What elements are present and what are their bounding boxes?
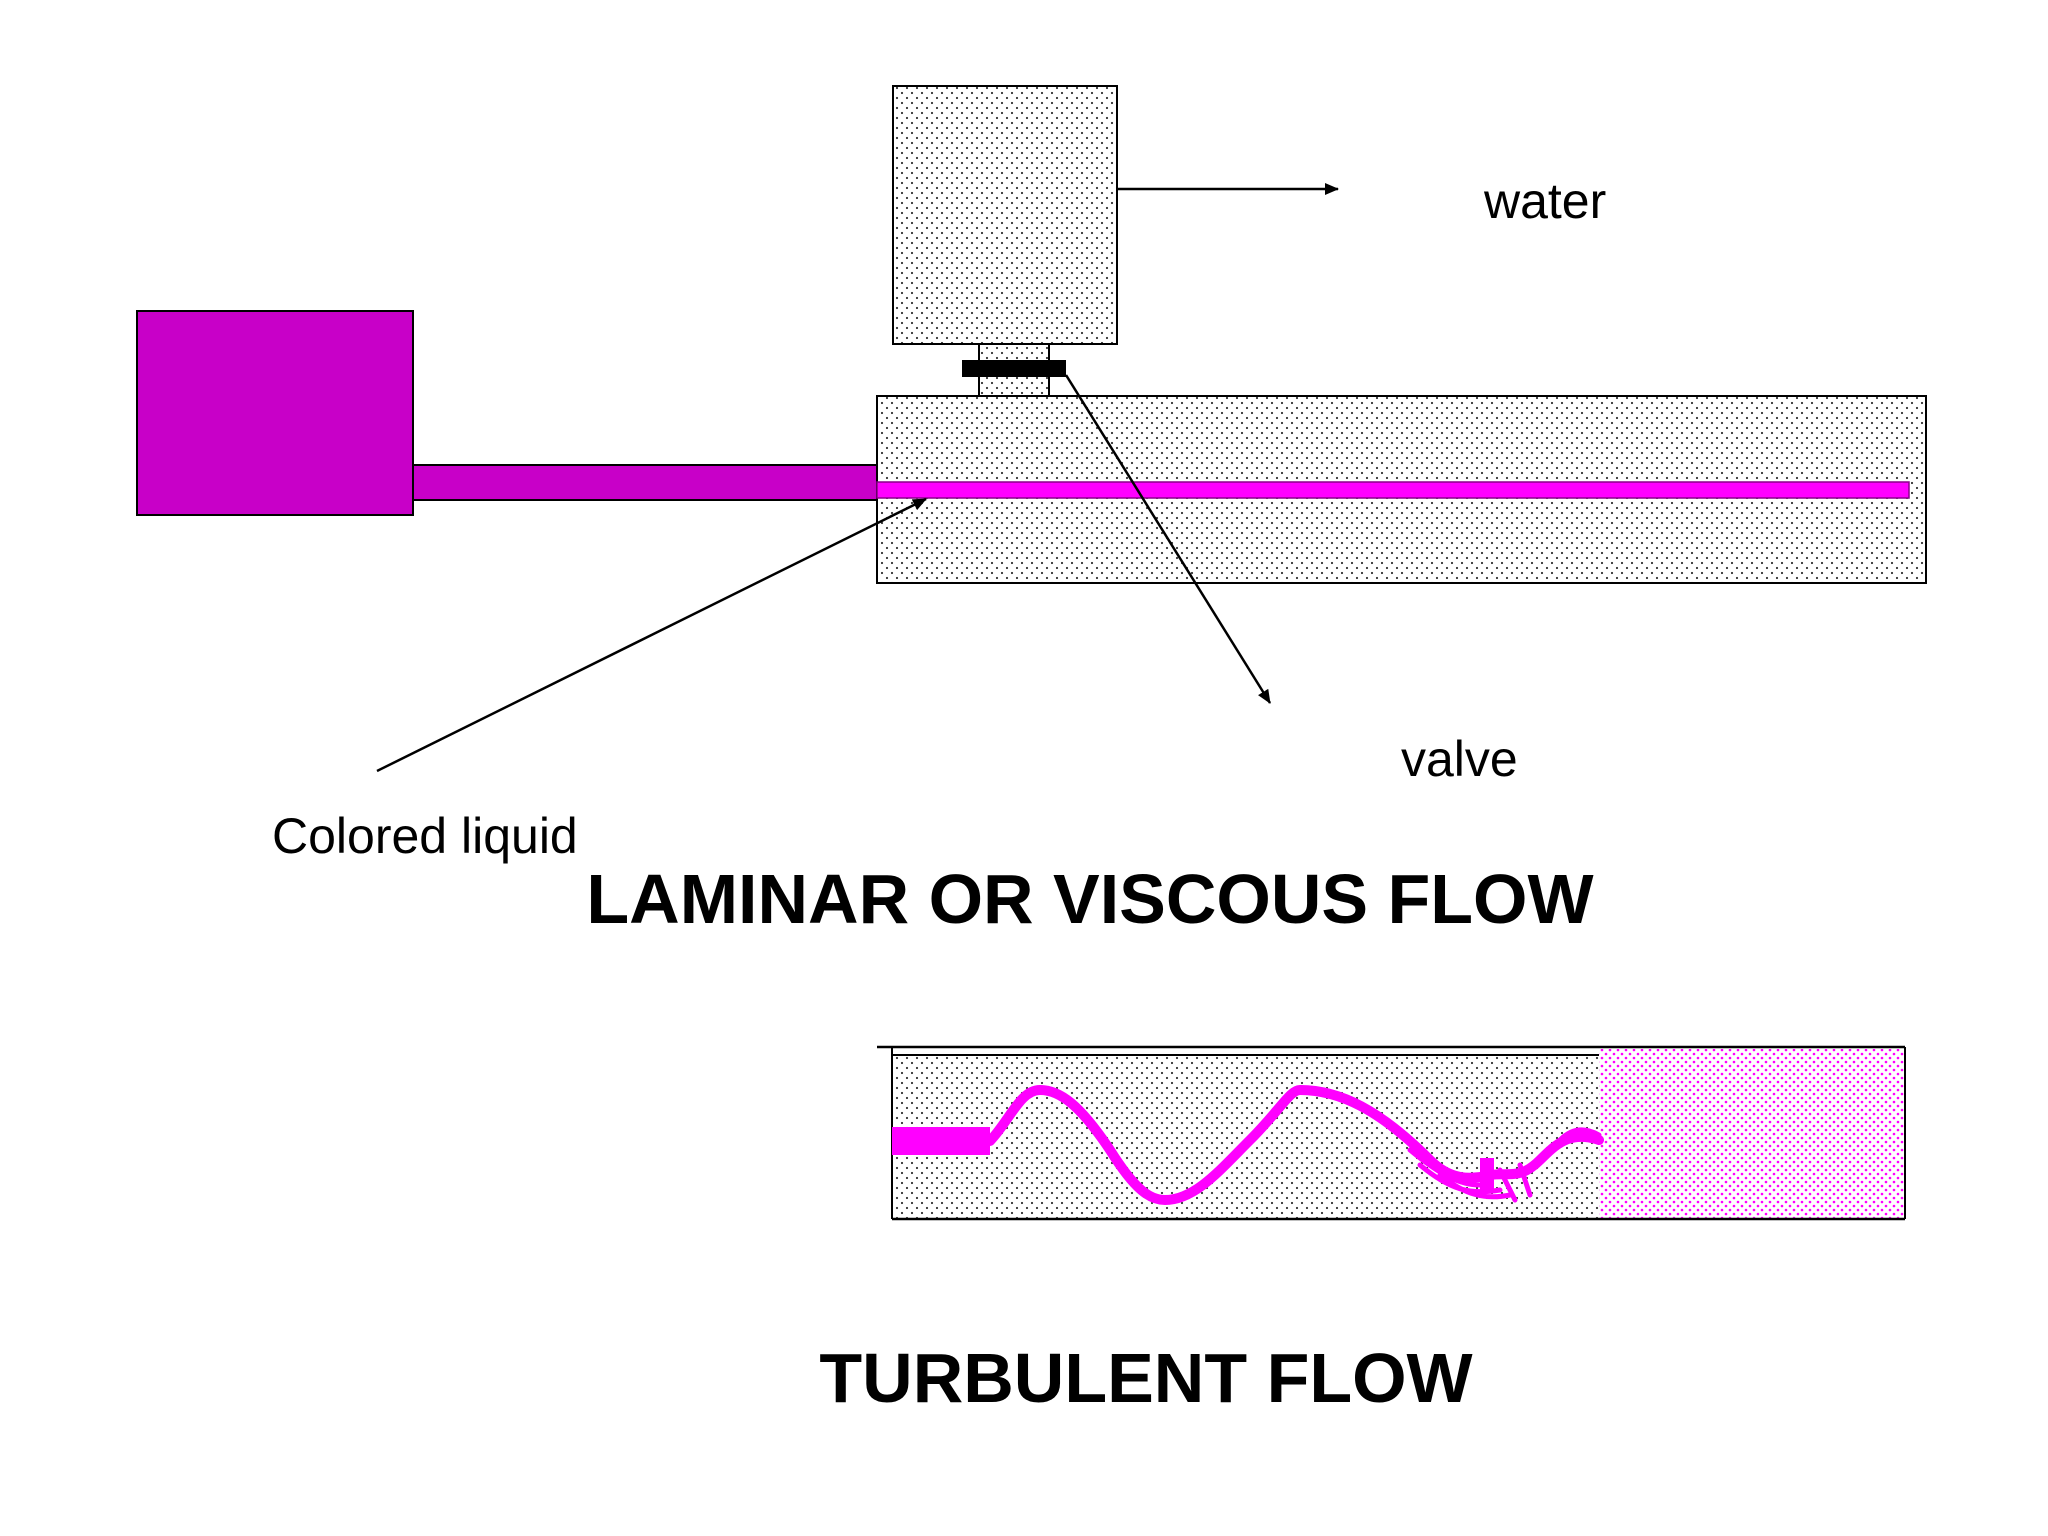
turbulent-flow-heading: TURBULENT FLOW: [819, 1339, 1472, 1417]
water-tank: [892, 85, 1118, 345]
valve-bar: [962, 360, 1066, 377]
laminar-flow-heading: LAMINAR OR VISCOUS FLOW: [586, 860, 1593, 938]
turbulent-dye-blob: [1480, 1158, 1494, 1190]
turbulent-dye-inlet: [892, 1127, 990, 1155]
mixed-dye-region: [1599, 1049, 1905, 1219]
valve-pointer-arrow: [1064, 374, 1272, 704]
water-label: water: [1483, 173, 1606, 229]
dye-reservoir: [136, 310, 414, 516]
dye-supply-pipe: [412, 464, 878, 501]
valve-label: valve: [1401, 731, 1518, 787]
turbulent-dye-wave: [985, 1085, 1604, 1205]
laminar-dye-streak: [876, 481, 1910, 499]
colored-liquid-label: Colored liquid: [272, 808, 578, 864]
colored-liquid-pointer-arrow: [376, 497, 927, 773]
turbulent-dye-eddies: [1407, 1127, 1602, 1203]
